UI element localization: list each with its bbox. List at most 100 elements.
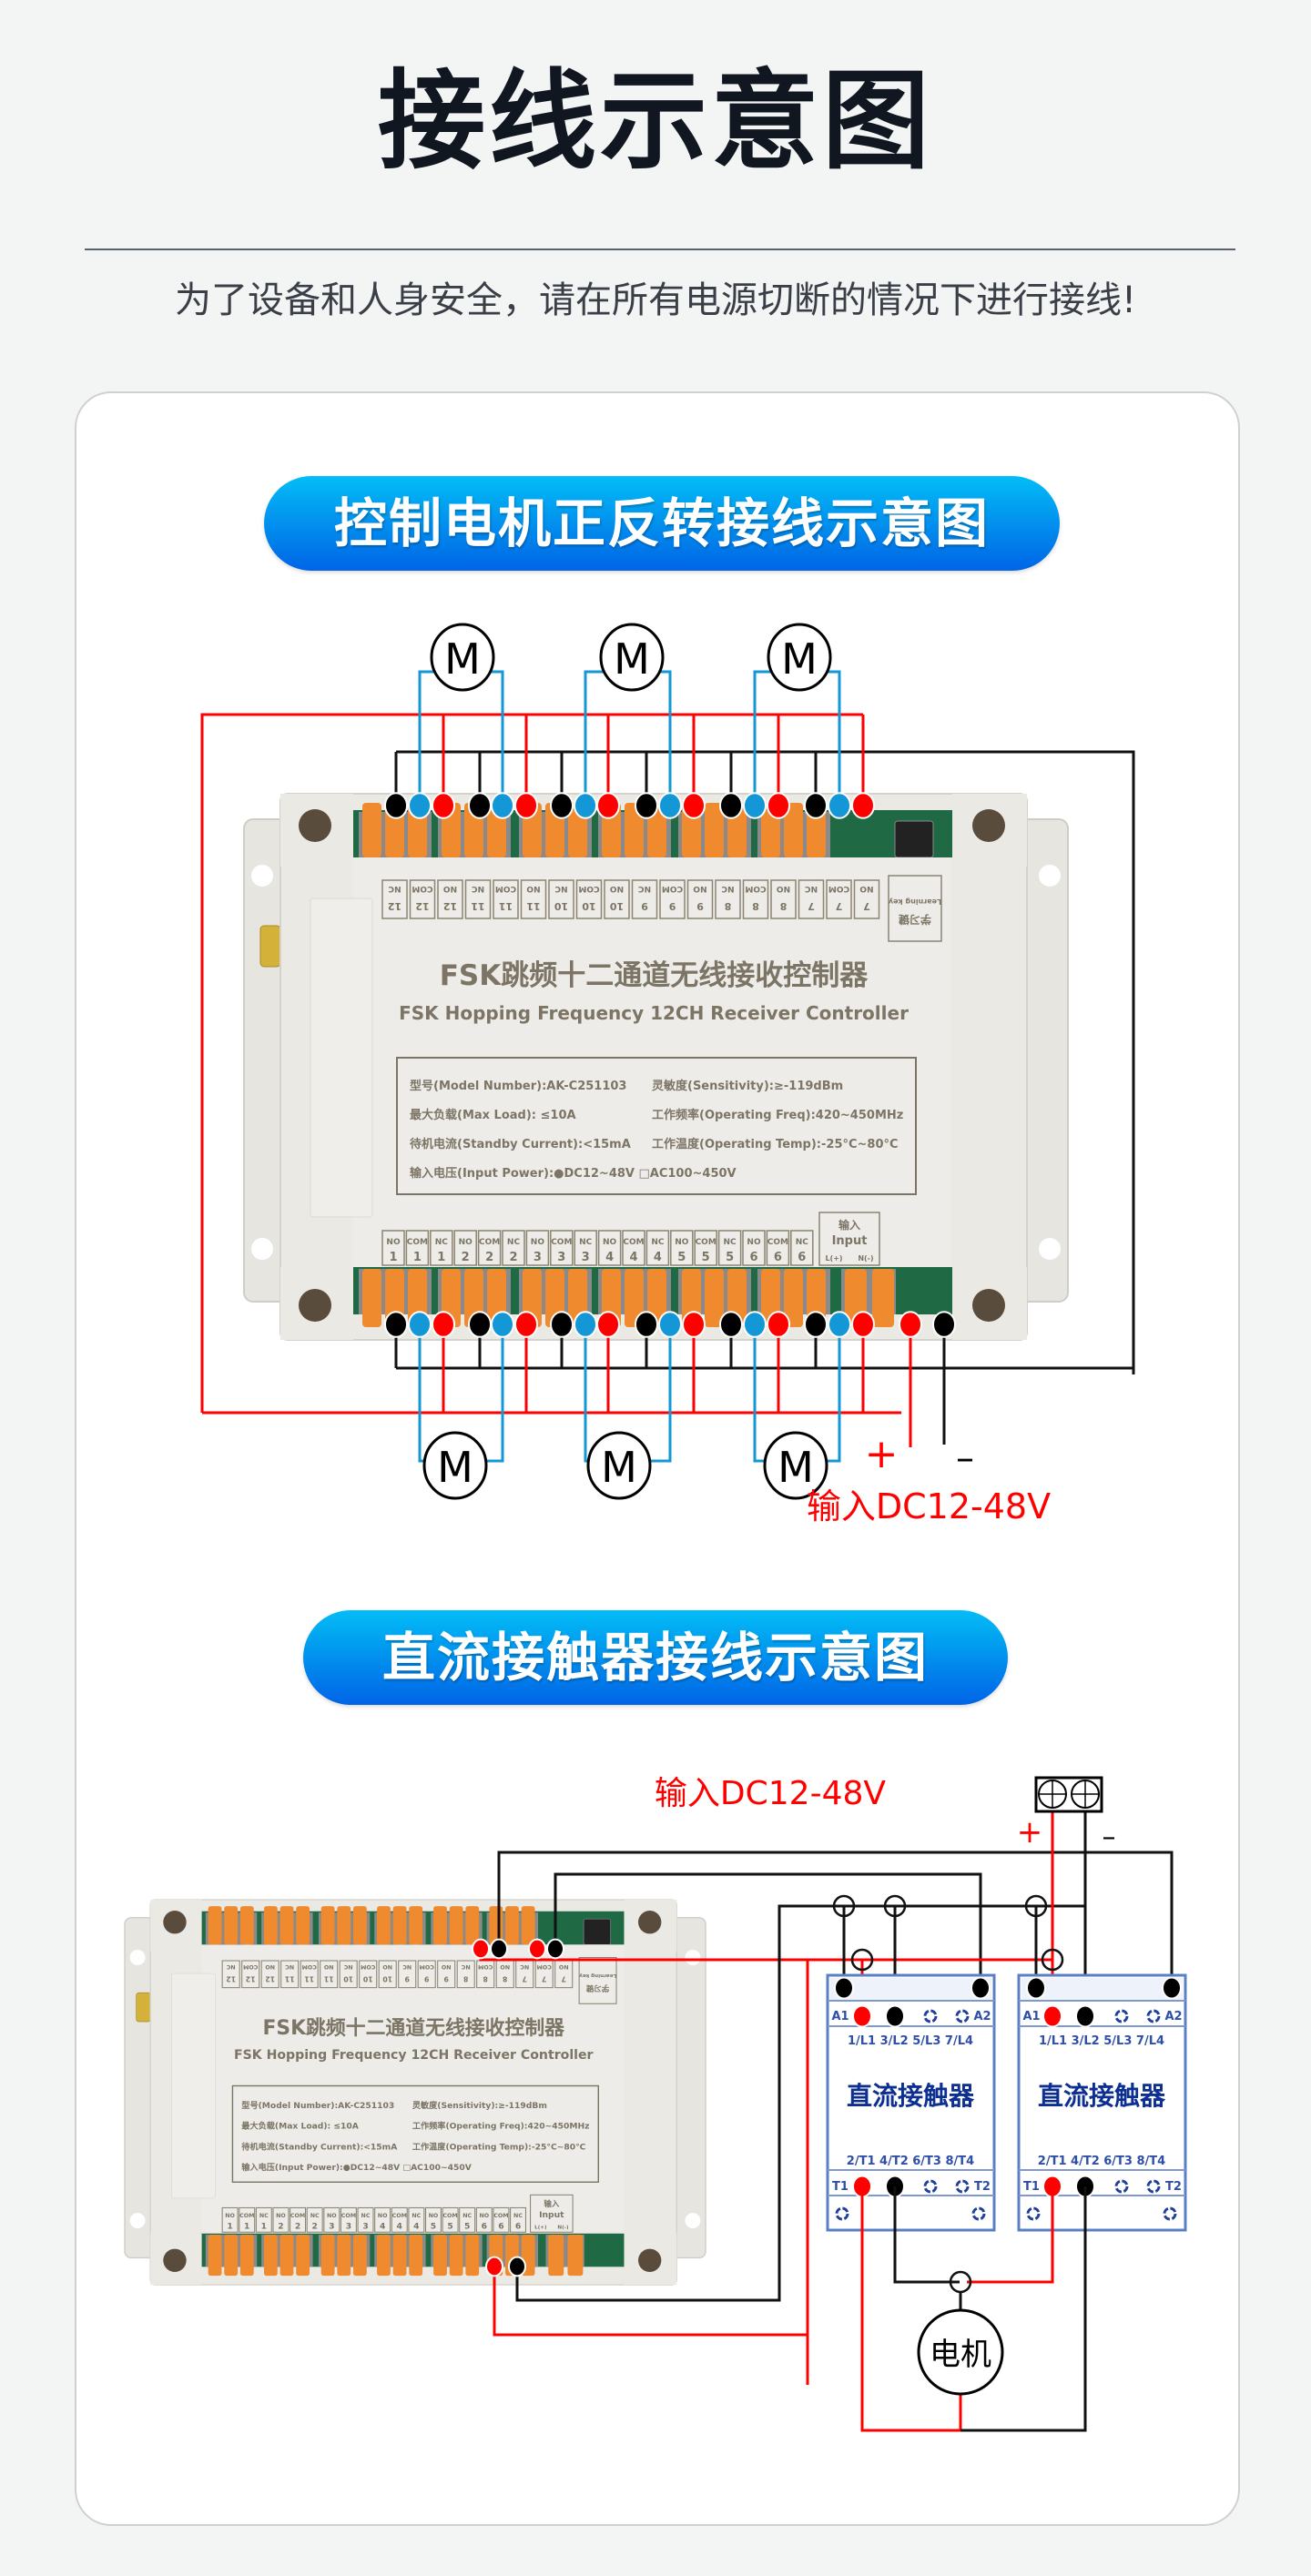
wire-black bbox=[960, 2186, 1087, 2432]
mount-hole-icon bbox=[251, 865, 273, 887]
terminal-type: NO bbox=[265, 1963, 275, 1970]
terminal-type: NC bbox=[507, 1238, 521, 1247]
terminal-type: COM bbox=[828, 884, 849, 893]
terminal-type: NC bbox=[579, 1238, 593, 1247]
learning-key-label: 学习键 Learning key bbox=[579, 1973, 616, 1993]
screw-hole-icon bbox=[163, 2248, 187, 2272]
screw-terminal-icon bbox=[971, 2206, 986, 2221]
terminal-label-box bbox=[442, 2206, 459, 2233]
terminal-lever bbox=[465, 2235, 480, 2277]
coil-a1-label: A1 bbox=[831, 2010, 849, 2023]
terminal-number: 9 bbox=[404, 1975, 409, 1983]
wire-blue bbox=[753, 670, 777, 806]
terminal-label-box bbox=[357, 2206, 374, 2233]
terminal-type: NO bbox=[378, 2213, 388, 2219]
motor-symbol-icon bbox=[599, 623, 665, 692]
terminal-label-box bbox=[306, 2206, 323, 2233]
terminal-dot-red bbox=[432, 792, 455, 819]
terminal-dot-black bbox=[719, 792, 743, 819]
terminal-label-box bbox=[374, 2206, 391, 2233]
terminal-label-box bbox=[622, 1230, 645, 1266]
motor-symbol-icon bbox=[763, 1431, 828, 1500]
coil-a2-label: A2 bbox=[973, 2010, 991, 2023]
terminal-number: 5 bbox=[702, 1251, 710, 1264]
spec-line: 灵敏度(Sensitivity):≥-119dBm bbox=[652, 1079, 843, 1093]
learning-key-en: Learning key bbox=[579, 1973, 616, 1978]
terminal-label-box bbox=[255, 2206, 272, 2233]
terminal-number: 6 bbox=[515, 2222, 521, 2232]
mount-hole-icon bbox=[1039, 1238, 1061, 1260]
screw-hole-icon bbox=[972, 809, 1005, 842]
terminal-number: 6 bbox=[774, 1251, 782, 1264]
motor-symbol-icon bbox=[917, 2308, 1004, 2396]
terminal-lever bbox=[224, 1906, 239, 1945]
terminal-label-box bbox=[742, 1230, 766, 1266]
terminal-dot-black bbox=[468, 792, 492, 819]
coil-top-right bbox=[1162, 1976, 1182, 2000]
terminal-number: 8 bbox=[725, 900, 732, 912]
terminal-type: NC bbox=[435, 1238, 449, 1247]
terminal-label-box bbox=[430, 1230, 453, 1266]
terminal-number: 1 bbox=[389, 1251, 397, 1264]
antenna-connector-icon bbox=[259, 925, 281, 968]
input-label-n: N(-) bbox=[858, 1254, 873, 1263]
terminal-label-box bbox=[260, 1960, 279, 1989]
terminal-number: 11 bbox=[324, 1975, 334, 1983]
power-input-label: 输入DC12-48V bbox=[807, 1486, 1051, 1526]
page-title: 接线示意图 bbox=[377, 58, 933, 184]
terminal-type: NO bbox=[429, 2213, 439, 2219]
terminal-label: 7NC bbox=[520, 1963, 529, 1983]
terminal-lever bbox=[521, 1906, 535, 1945]
terminal-number: 3 bbox=[362, 2222, 368, 2232]
terminal-number: 7 bbox=[523, 1975, 527, 1983]
terminal-label-box bbox=[766, 1230, 790, 1266]
safety-notice: 为了设备和人身安全，请在所有电源切断的情况下进行接线! bbox=[174, 279, 1137, 321]
spec-line: 最大负载(Max Load): ≤10A bbox=[410, 1108, 576, 1122]
motor-label: M bbox=[614, 634, 650, 684]
learning-key-cn: 学习键 bbox=[585, 1984, 609, 1993]
terminal-number: 4 bbox=[629, 1251, 637, 1264]
terminal-type: NO bbox=[323, 1963, 333, 1970]
device-title-cn: FSK跳频十二通道无线接收控制器 bbox=[440, 959, 869, 992]
terminal-lever bbox=[784, 1269, 803, 1327]
wire-blue bbox=[654, 670, 672, 806]
load-t1-label: T1 bbox=[832, 2180, 849, 2194]
terminal-l2 bbox=[1075, 2004, 1095, 2028]
wire-blue bbox=[584, 1324, 597, 1463]
terminal-number: 12 bbox=[443, 900, 457, 912]
terminal-dot-blue bbox=[743, 1311, 767, 1338]
terminal-lever bbox=[433, 2235, 447, 2277]
coil-top-right bbox=[971, 1976, 991, 2000]
terminal-type: NO bbox=[459, 1238, 473, 1247]
load-t1-label: T1 bbox=[1023, 2180, 1040, 2194]
terminal-number: 3 bbox=[582, 1251, 590, 1264]
coil-a1-label: A1 bbox=[1022, 2010, 1040, 2023]
input-terminal-positive bbox=[485, 2256, 503, 2277]
terminal-lever bbox=[392, 2235, 407, 2277]
receiver-controller: 12NC12COM12NO11NC11COM11NO10NC10COM10NO9… bbox=[243, 793, 1069, 1341]
terminal-label-box bbox=[790, 1230, 814, 1266]
terminal-lever bbox=[208, 1906, 222, 1945]
face-plate bbox=[201, 1944, 625, 2234]
terminal-type: NO bbox=[386, 1238, 401, 1247]
terminal-number: 9 bbox=[641, 900, 648, 912]
terminal-type: NC bbox=[388, 884, 401, 893]
terminal-label-box bbox=[424, 2206, 442, 2233]
terminal-type: COM bbox=[551, 1238, 572, 1247]
terminal-lever bbox=[465, 1906, 480, 1945]
terminal-dot-blue bbox=[491, 1311, 514, 1338]
terminal-dot-blue bbox=[828, 792, 851, 819]
screw-hole-icon bbox=[638, 2248, 662, 2272]
negative-label: – bbox=[956, 1437, 974, 1479]
terminal-number: 10 bbox=[362, 1975, 372, 1983]
terminal-number: 4 bbox=[654, 1251, 662, 1264]
terminal-label-box bbox=[453, 1230, 477, 1266]
terminal-lever bbox=[362, 1269, 381, 1327]
terminal-number: 12 bbox=[388, 900, 401, 912]
terminal-a1 bbox=[852, 2004, 872, 2028]
terminal-label-box bbox=[405, 1230, 430, 1266]
